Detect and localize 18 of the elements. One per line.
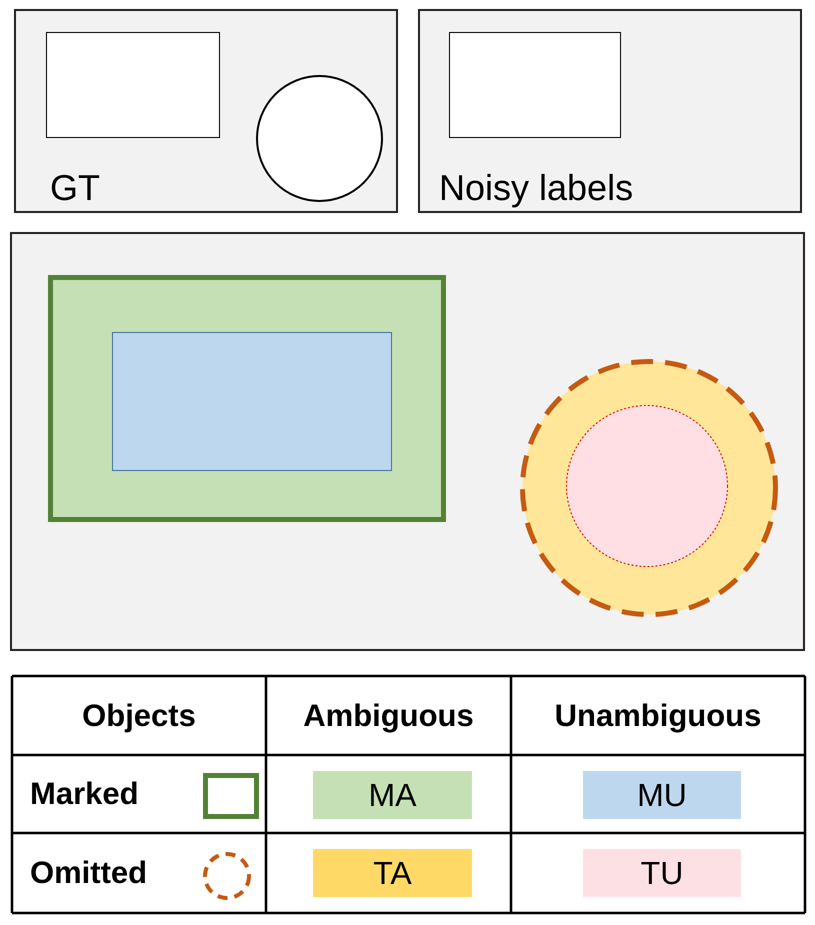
table-header: Objects bbox=[81, 697, 197, 735]
panel bbox=[14, 9, 398, 213]
empty-rectangle bbox=[449, 32, 621, 138]
color-swatch: TU bbox=[583, 849, 741, 897]
unambiguous-region bbox=[112, 332, 392, 471]
panel bbox=[10, 232, 805, 651]
table-header: Omitted bbox=[30, 854, 148, 892]
marked-region bbox=[48, 275, 446, 522]
color-swatch: MA bbox=[313, 771, 472, 819]
table-header: Ambiguous bbox=[302, 697, 475, 735]
table-header: Unambiguous bbox=[554, 697, 762, 735]
panel bbox=[418, 9, 802, 213]
panel-label: Noisy labels bbox=[439, 167, 634, 209]
table-header: Marked bbox=[30, 775, 139, 813]
color-swatch: MU bbox=[583, 771, 741, 819]
panel-label: GT bbox=[50, 167, 100, 209]
color-swatch: TA bbox=[313, 849, 472, 897]
empty-rectangle bbox=[46, 32, 220, 138]
